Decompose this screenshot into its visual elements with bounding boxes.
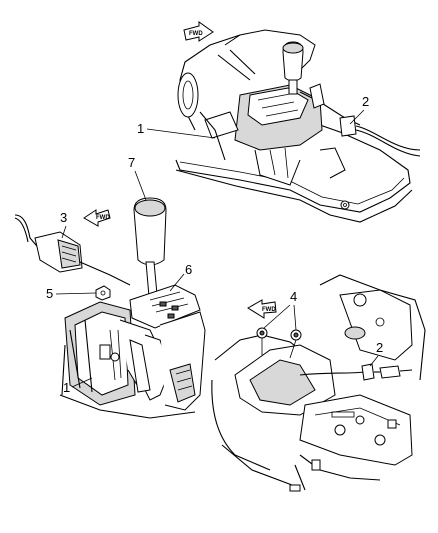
fwd-label: FWD	[96, 215, 110, 221]
callout-2-bottom: 2	[376, 340, 383, 355]
bolt-right	[290, 329, 302, 341]
bolt-left	[256, 327, 268, 339]
fwd-label: FWD	[262, 307, 276, 313]
top-right-view: FWD 1	[137, 21, 421, 223]
fwd-arrow-bottom: FWD	[247, 299, 277, 319]
callout-4: 4	[290, 289, 297, 304]
callout-1-left: 1	[63, 380, 70, 395]
callout-3: 3	[60, 210, 67, 225]
bottom-right-view: FWD	[211, 274, 426, 492]
callout-5: 5	[46, 286, 53, 301]
left-view: FWD	[14, 155, 206, 419]
callout-2-top: 2	[362, 94, 369, 109]
fwd-label: FWD	[189, 31, 203, 37]
callout-1-top: 1	[137, 121, 144, 136]
callout-7: 7	[128, 155, 135, 170]
fwd-arrow-top: FWD	[183, 21, 214, 42]
callout-6: 6	[185, 262, 192, 277]
fwd-arrow-left: FWD	[83, 209, 111, 227]
